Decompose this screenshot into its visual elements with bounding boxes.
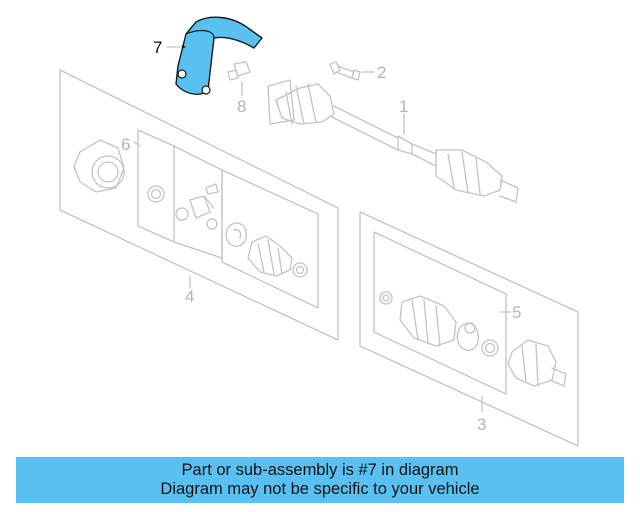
banner-line-part: Part or sub-assembly is #7 in diagram: [181, 461, 459, 479]
callout-5: 5: [512, 303, 521, 322]
callout-6: 6: [121, 135, 130, 154]
outer-boot-assembly: [225, 222, 308, 278]
cv-joint-part-3: [507, 339, 567, 387]
wheel-hub: [73, 139, 165, 203]
panel-3-outline: [359, 211, 579, 447]
inner-boot-assembly: [379, 291, 499, 357]
panel-5-subframe: [373, 231, 507, 395]
drive-axle-shaft: [267, 79, 519, 203]
inner-joint-parts: [175, 183, 219, 230]
panel-4-inner-frame: [173, 145, 223, 259]
callout-8: 8: [237, 97, 246, 116]
panel-4-outline: [59, 69, 339, 341]
callout-2: 2: [377, 63, 386, 82]
banner-line-disclaimer: Diagram may not be specific to your vehi…: [160, 480, 480, 498]
callout-3: 3: [477, 415, 486, 434]
info-banner: Part or sub-assembly is #7 in diagram Di…: [16, 457, 624, 503]
callout-4: 4: [185, 287, 194, 306]
heat-shield-part-7[interactable]: [175, 16, 263, 95]
callout-7: 7: [153, 38, 162, 57]
panel-4-boot-frame: [221, 169, 319, 309]
callout-1: 1: [399, 97, 408, 116]
bolt-part-2: [329, 61, 361, 81]
parts-diagram: 7 2 8 1 6 4 5 3: [59, 16, 579, 447]
bolt-part-8: [227, 61, 251, 81]
